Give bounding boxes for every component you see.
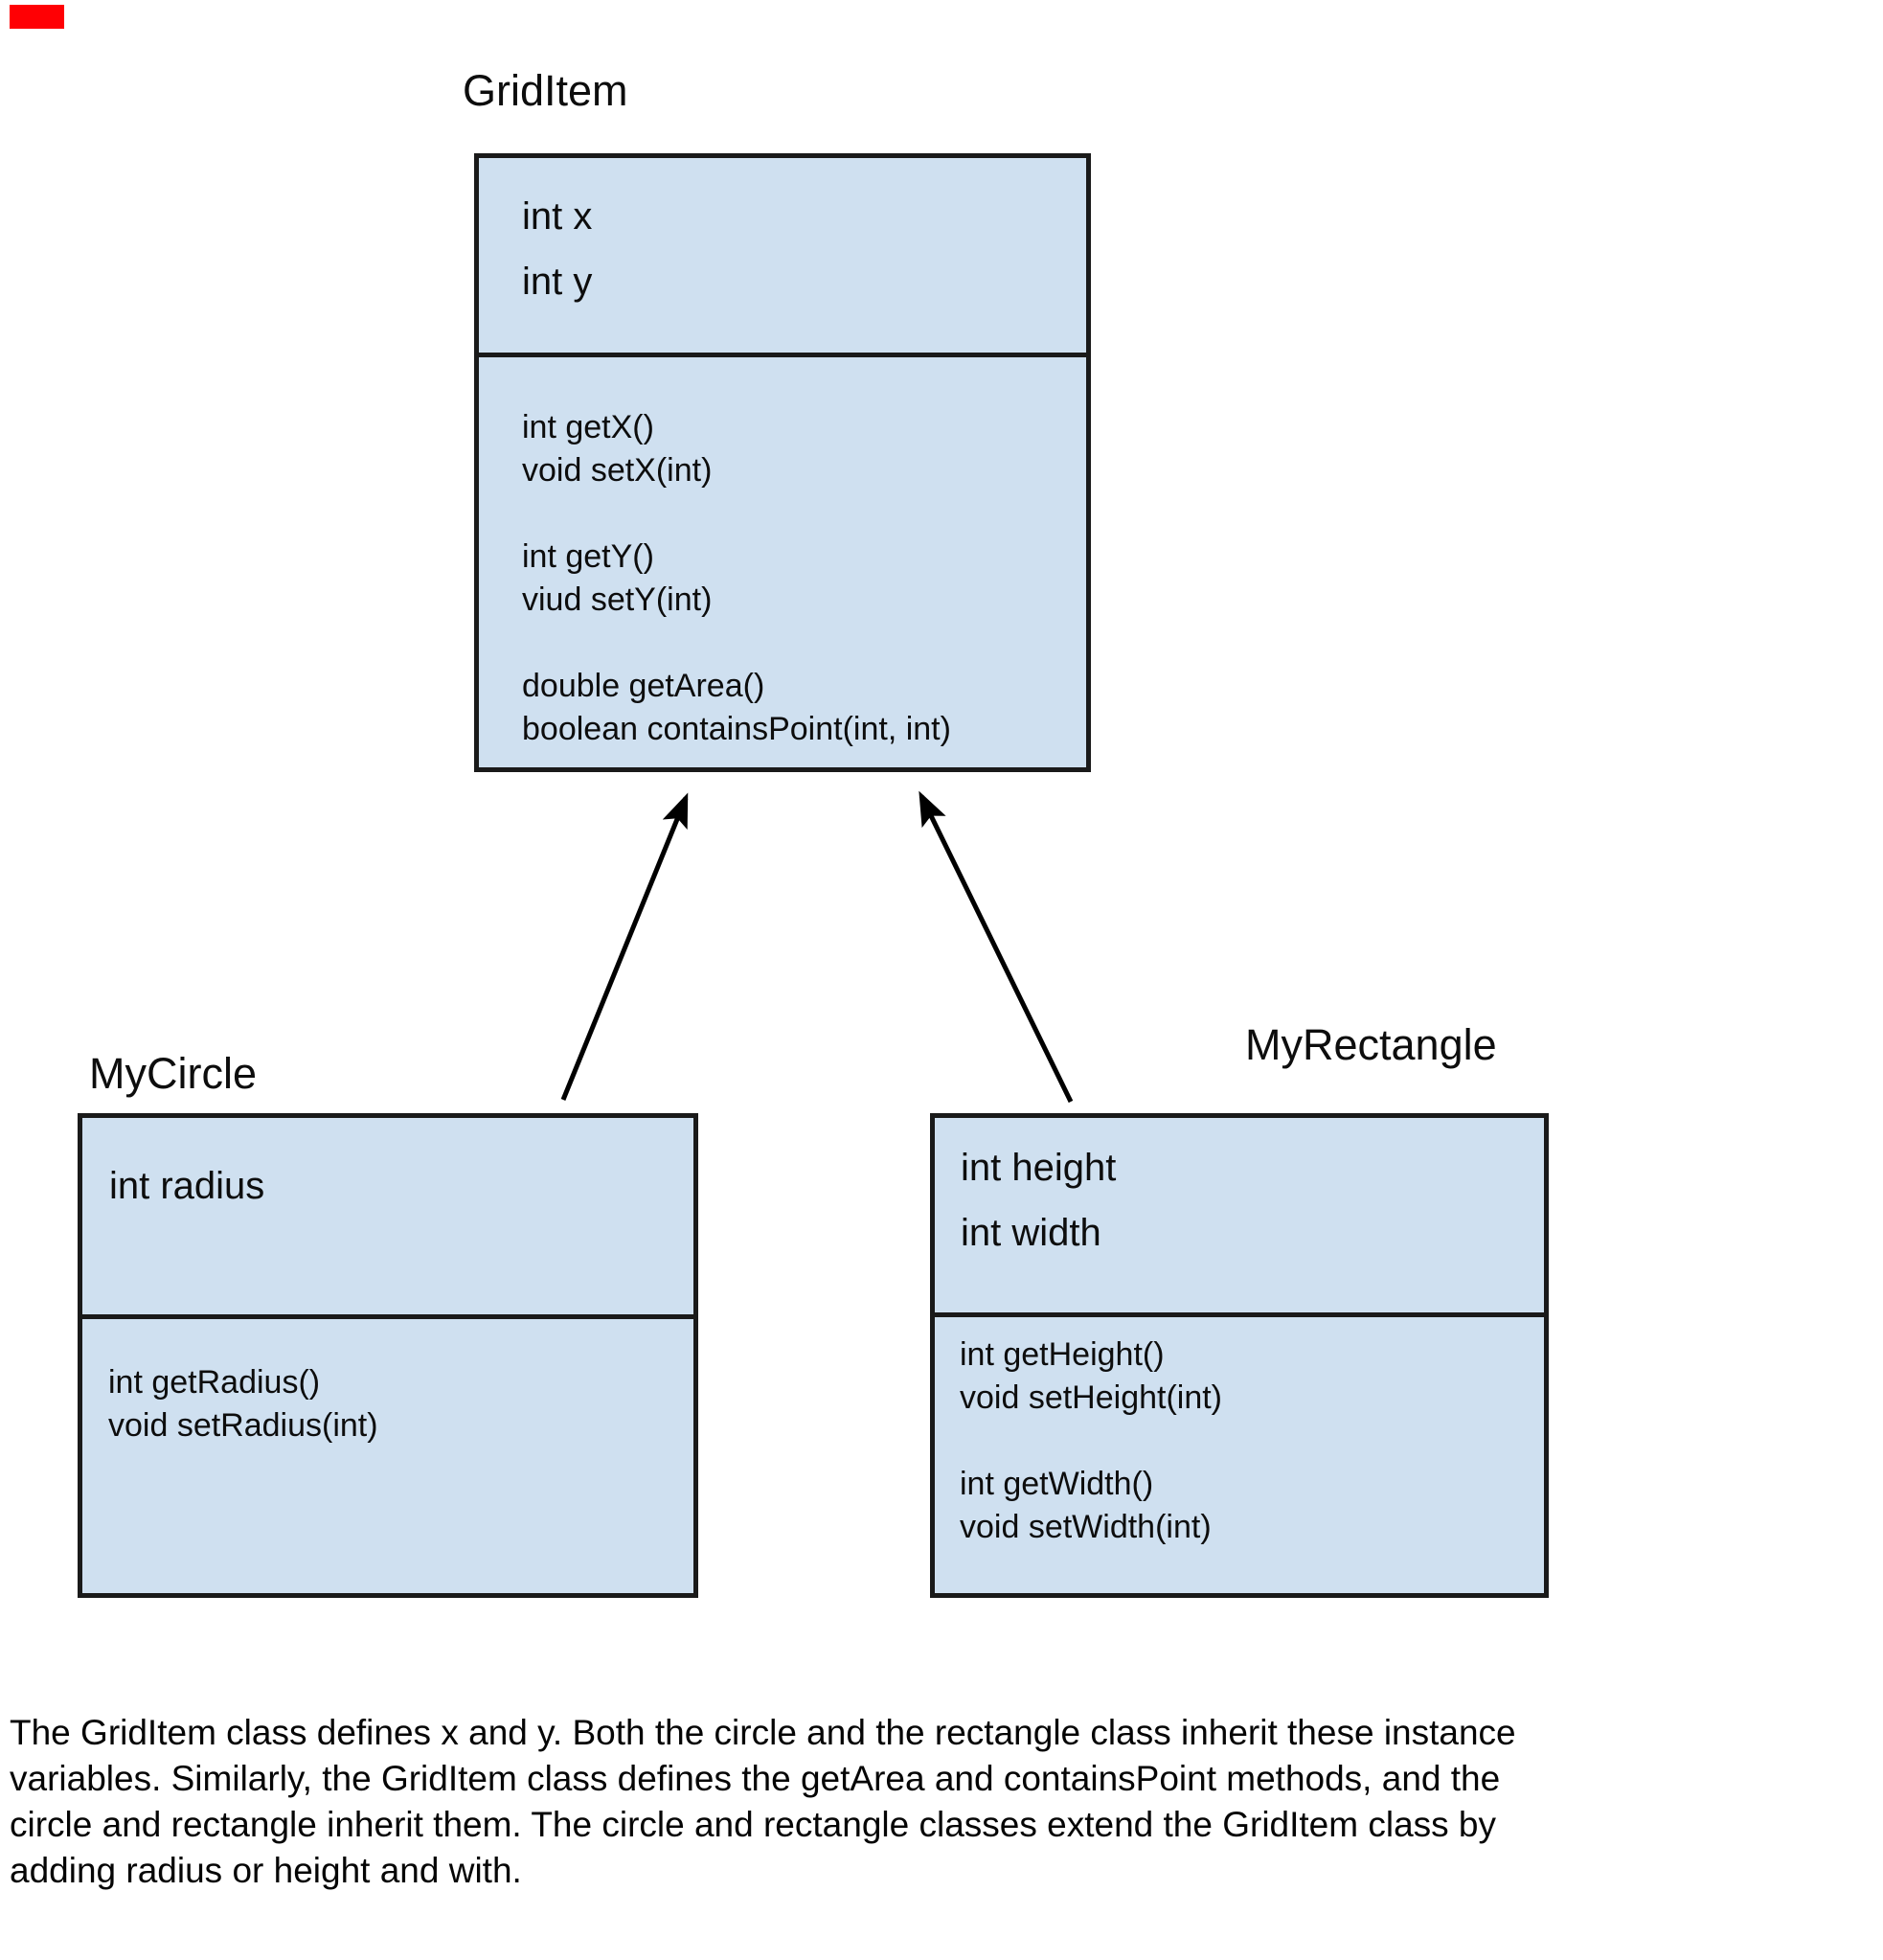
caption-paragraph: The GridItem class defines x and y. Both… (10, 1713, 1516, 1890)
myrectangle-box-divider (935, 1312, 1544, 1317)
myrectangle-class-title: MyRectangle (1245, 1020, 1497, 1069)
myrectangle-methods: int getHeight() void setHeight(int) int … (960, 1336, 1223, 1545)
griditem-box-divider (479, 353, 1086, 357)
myrectangle-fields: int height int width (961, 1147, 1117, 1254)
mycircle-fields: int radius (109, 1165, 265, 1207)
myrectangle-class-box (930, 1113, 1549, 1598)
griditem-methods: int getX() void setX(int) int getY() viu… (522, 409, 951, 747)
inheritance-arrow-mycircle (560, 792, 689, 1101)
mycircle-class-box (78, 1113, 698, 1598)
griditem-class-box (474, 153, 1091, 772)
mycircle-box-divider (82, 1314, 693, 1319)
inheritance-arrow-myrectangle (919, 790, 1074, 1104)
griditem-fields: int x int y (522, 195, 593, 303)
mycircle-class-title: MyCircle (89, 1049, 257, 1098)
griditem-class-title: GridItem (463, 66, 628, 115)
mycircle-methods: int getRadius() void setRadius(int) (108, 1364, 378, 1444)
red-corner-mark (10, 5, 64, 29)
